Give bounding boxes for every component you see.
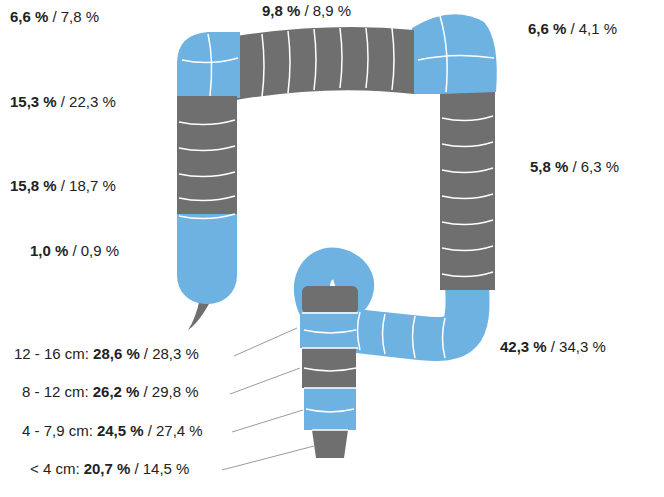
percent-value: 1,0 %: [30, 242, 68, 259]
leader-lines: [222, 328, 314, 470]
percent-label: / 4,1 %: [570, 20, 617, 37]
percent-label: / 8,9 %: [304, 2, 351, 19]
hepatic-flexure: [177, 32, 240, 98]
rectum-segment: [304, 388, 356, 430]
label-row: 15,8 %/ 18,7 %: [10, 177, 120, 195]
ascending-colon: [177, 96, 237, 218]
percent-value: 9,8 %: [262, 2, 300, 19]
cecum: [177, 214, 237, 304]
percent-value: 26,2 %: [93, 383, 140, 400]
percent-label: 12 - 16 cm:: [14, 345, 89, 362]
haustra-lines: [179, 16, 494, 430]
label-row: 12 - 16 cm:28,6 %/ 28,3 %: [14, 345, 203, 363]
percent-value: 6,6 %: [10, 8, 48, 25]
percent-value: 28,6 %: [93, 345, 140, 362]
percent-label: / 27,4 %: [148, 422, 203, 439]
percent-value: 6,6 %: [528, 20, 566, 37]
percent-value: 15,8 %: [10, 177, 57, 194]
label-row: < 4 cm:20,7 %/ 14,5 %: [30, 460, 194, 478]
rectum-segment: [302, 286, 358, 314]
percent-label: / 28,3 %: [144, 345, 199, 362]
percent-label: / 6,3 %: [572, 158, 619, 175]
transverse-colon: [236, 27, 414, 100]
label-row: 6,6 %/ 4,1 %: [528, 20, 621, 38]
percent-value: 5,8 %: [530, 158, 568, 175]
label-row: 6,6 %/ 7,8 %: [10, 8, 103, 26]
label-row: 42,3 %/ 34,3 %: [500, 338, 610, 356]
descending-colon: [440, 90, 495, 290]
percent-label: 8 - 12 cm:: [22, 383, 89, 400]
anal-canal: [312, 430, 348, 458]
splenic-flexure: [412, 14, 497, 94]
percent-label: / 14,5 %: [134, 460, 189, 477]
label-row: 5,8 %/ 6,3 %: [530, 158, 623, 176]
percent-label: / 34,3 %: [551, 338, 606, 355]
label-row: 9,8 %/ 8,9 %: [262, 2, 355, 20]
percent-value: 42,3 %: [500, 338, 547, 355]
percent-label: / 18,7 %: [61, 177, 116, 194]
percent-label: / 0,9 %: [72, 242, 119, 259]
percent-label: / 7,8 %: [52, 8, 99, 25]
label-row: 1,0 %/ 0,9 %: [30, 242, 123, 260]
percent-value: 20,7 %: [84, 460, 131, 477]
rectum-segment: [300, 312, 358, 348]
cecum-top: [177, 214, 237, 244]
percent-label: 4 - 7,9 cm:: [22, 422, 93, 439]
percent-label: < 4 cm:: [30, 460, 80, 477]
rectum-segment: [302, 348, 356, 388]
percent-value: 15,3 %: [10, 93, 57, 110]
percent-label: / 22,3 %: [61, 93, 116, 110]
percent-value: 24,5 %: [97, 422, 144, 439]
label-row: 8 - 12 cm:26,2 %/ 29,8 %: [22, 383, 203, 401]
label-row: 15,3 %/ 22,3 %: [10, 93, 120, 111]
percent-label: / 29,8 %: [143, 383, 198, 400]
label-row: 4 - 7,9 cm:24,5 %/ 27,4 %: [22, 422, 207, 440]
